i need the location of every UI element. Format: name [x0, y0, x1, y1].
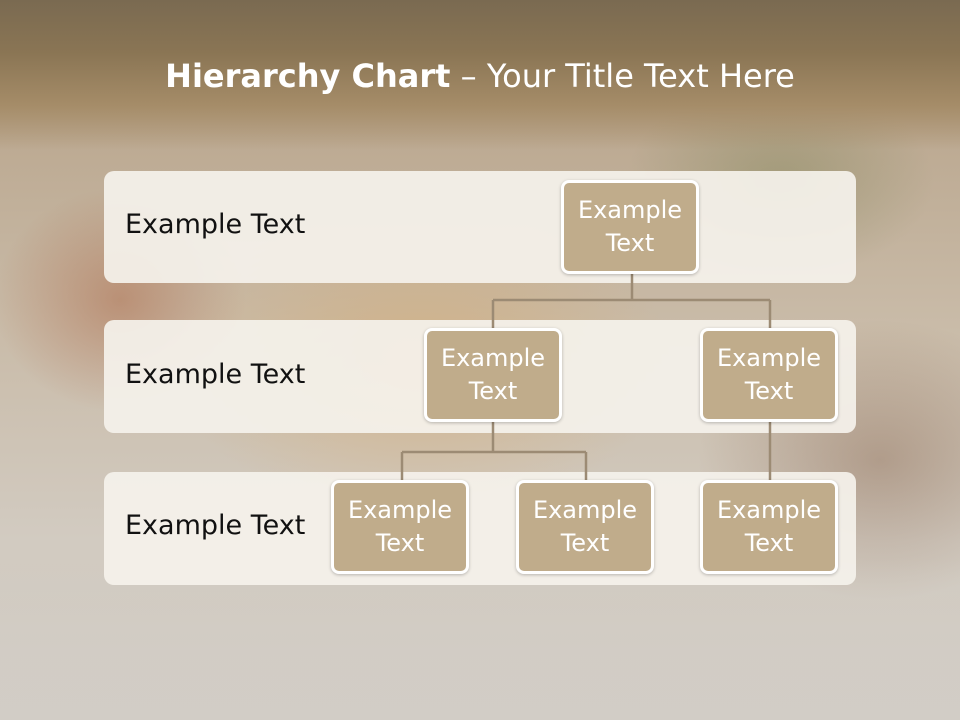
title-bar	[0, 0, 960, 150]
title-rest: – Your Title Text Here	[450, 57, 795, 95]
title-bold: Hierarchy Chart	[165, 57, 451, 95]
connector-root-to-level2	[491, 274, 772, 330]
connector-level2-left-to-level3	[400, 422, 588, 482]
node-level2-left[interactable]: Example Text	[424, 328, 562, 422]
node-level3-middle[interactable]: Example Text	[516, 480, 654, 574]
node-level3-left-text: Example Text	[347, 496, 453, 557]
node-level2-right[interactable]: Example Text	[700, 328, 838, 422]
level-band-1: Example Text	[104, 171, 856, 283]
node-level3-right[interactable]: Example Text	[700, 480, 838, 574]
level-2-label: Example Text	[125, 359, 306, 390]
node-root-text: Example Text	[577, 196, 683, 257]
level-3-label: Example Text	[125, 510, 306, 541]
node-root[interactable]: Example Text	[561, 180, 699, 274]
slide-title: Hierarchy Chart – Your Title Text Here	[0, 52, 960, 100]
node-level2-left-text: Example Text	[440, 344, 546, 405]
node-level3-left[interactable]: Example Text	[331, 480, 469, 574]
level-1-label: Example Text	[125, 209, 306, 240]
background-fade	[0, 560, 960, 720]
node-level3-middle-text: Example Text	[532, 496, 638, 557]
node-level3-right-text: Example Text	[716, 496, 822, 557]
node-level2-right-text: Example Text	[716, 344, 822, 405]
